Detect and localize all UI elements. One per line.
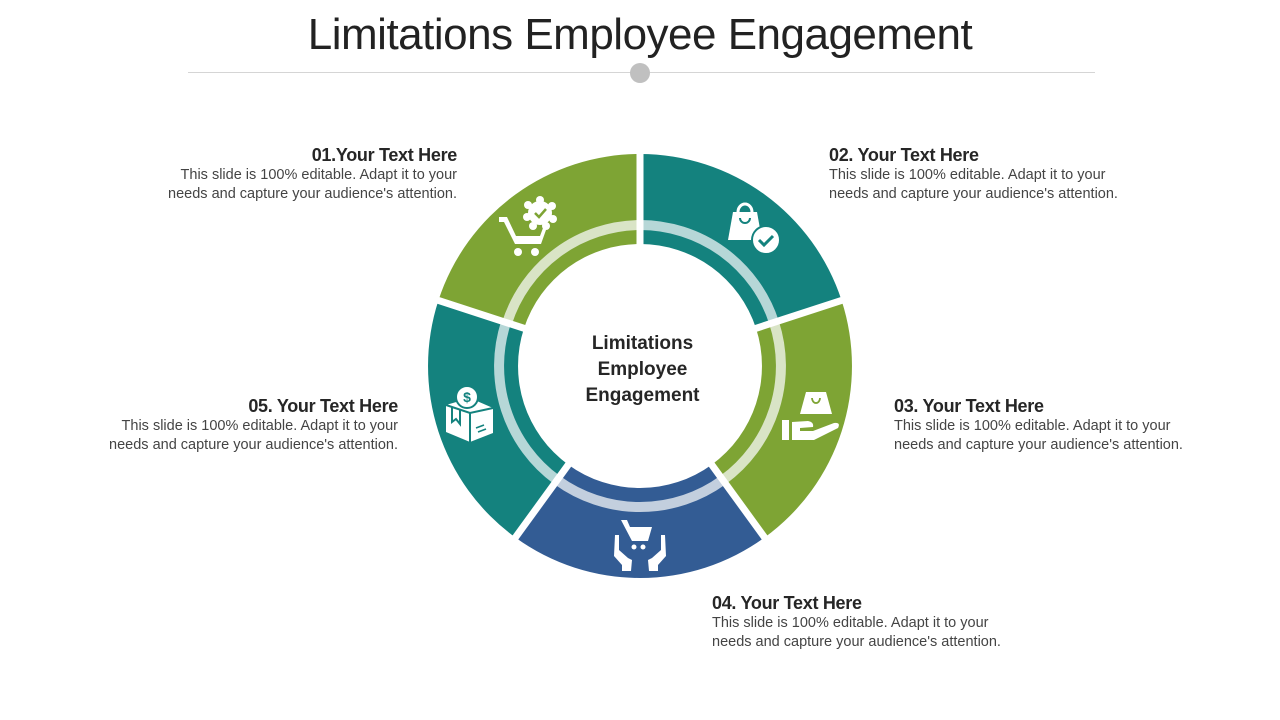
item-heading: 03. Your Text Here (894, 396, 1044, 416)
item-heading: 04. Your Text Here (712, 593, 862, 613)
item-description-line: This slide is 100% editable. Adapt it to… (894, 418, 1171, 434)
center-label-line: Engagement (585, 385, 700, 406)
item-05: 05. Your Text Here This slide is 100% ed… (78, 395, 398, 455)
shopping-bag-check-icon (728, 202, 781, 255)
item-description-line: This slide is 100% editable. Adapt it to… (712, 615, 989, 631)
item-heading: 01.Your Text Here (311, 145, 458, 165)
item-02: 02. Your Text Here This slide is 100% ed… (829, 144, 1149, 204)
item-description-line: needs and capture your audience's attent… (168, 186, 457, 202)
item-description-line: needs and capture your audience's attent… (894, 437, 1183, 453)
center-label: Limitations Employee Engagement (540, 331, 745, 409)
center-label-line: Employee (597, 359, 688, 380)
cart-badge-check-icon (499, 196, 557, 256)
center-label-line: Limitations (591, 333, 694, 354)
item-01: 01.Your Text Here This slide is 100% edi… (137, 144, 457, 204)
slide-title: Limitations Employee Engagement (307, 10, 973, 59)
inner-band-ring (494, 220, 786, 513)
item-03: 03. Your Text Here This slide is 100% ed… (894, 395, 1214, 455)
segment-05 (428, 300, 569, 538)
hand-holding-bag-icon (782, 392, 839, 440)
item-description-line: needs and capture your audience's attent… (109, 437, 398, 453)
item-description-line: This slide is 100% editable. Adapt it to… (829, 167, 1106, 183)
item-description-line: needs and capture your audience's attent… (829, 186, 1118, 202)
item-heading: 05. Your Text Here (248, 396, 398, 416)
item-description-line: This slide is 100% editable. Adapt it to… (121, 418, 398, 434)
item-04: 04. Your Text Here This slide is 100% ed… (712, 592, 1032, 652)
item-description-line: needs and capture your audience's attent… (712, 634, 1001, 650)
title-divider-dot (630, 63, 650, 83)
center-disc (519, 245, 761, 487)
svg-text:$: $ (463, 389, 471, 405)
segment-02 (640, 154, 842, 329)
hands-holding-cart-icon (614, 520, 666, 571)
segment-03 (711, 300, 852, 538)
item-heading: 02. Your Text Here (829, 145, 979, 165)
item-description-line: This slide is 100% editable. Adapt it to… (180, 167, 457, 183)
box-dollar-icon: $ (445, 385, 494, 442)
